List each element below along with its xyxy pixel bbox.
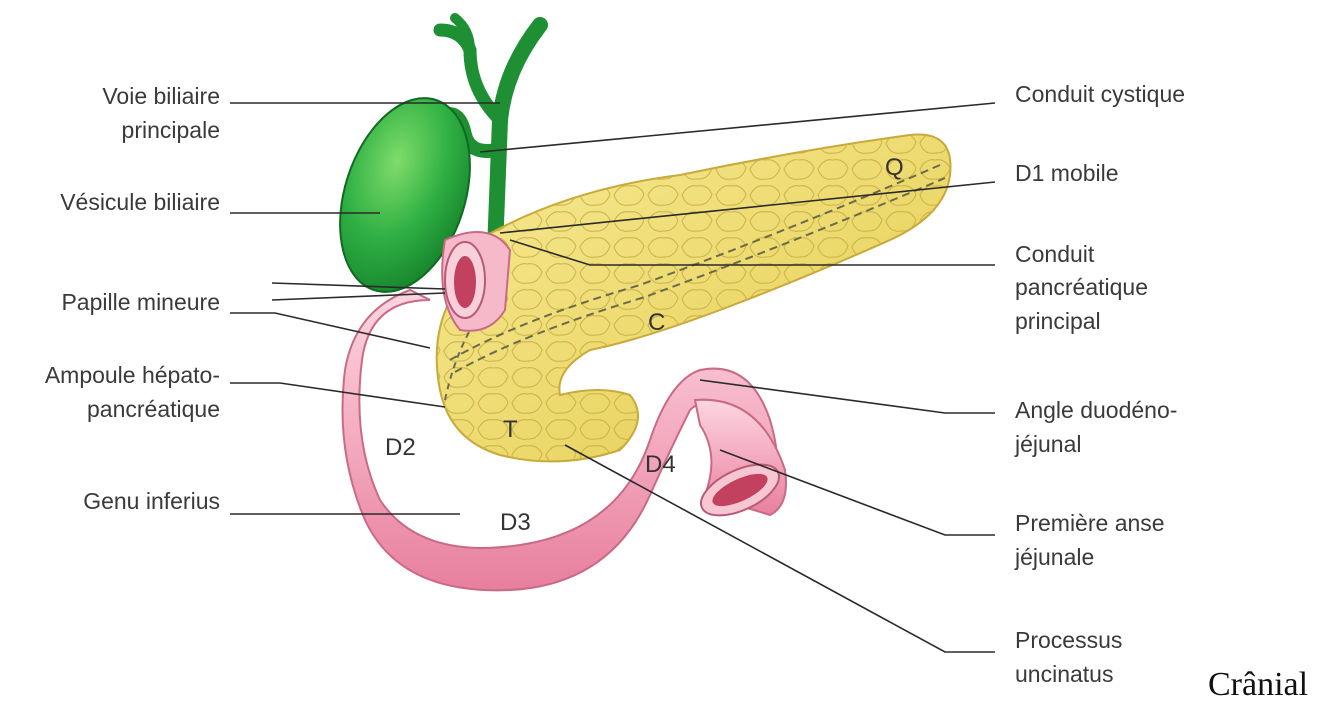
region-c: C [648, 309, 665, 336]
label-conduit-pancreatique-3: principal [1015, 308, 1101, 334]
pancreas [437, 135, 951, 462]
label-vesicule: Vésicule biliaire [60, 189, 220, 215]
label-d1-mobile: D1 mobile [1015, 160, 1119, 186]
label-conduit-cystique: Conduit cystique [1015, 81, 1185, 107]
label-premiere-anse-2: jéjunale [1014, 544, 1094, 570]
label-processus-2: uncinatus [1015, 661, 1113, 687]
region-d4: D4 [645, 451, 676, 478]
region-d3: D3 [500, 509, 531, 536]
label-voie-biliaire-2: principale [122, 117, 220, 143]
region-d2: D2 [385, 434, 416, 461]
label-genu-inferius: Genu inferius [83, 488, 220, 514]
d1-duodenum [442, 232, 510, 331]
label-processus-1: Processus [1015, 627, 1122, 653]
label-voie-biliaire-1: Voie biliaire [102, 83, 220, 109]
label-conduit-pancreatique-1: Conduit [1015, 241, 1095, 267]
region-t: T [503, 416, 518, 443]
label-conduit-pancreatique-2: pancréatique [1015, 274, 1148, 300]
label-premiere-anse-1: Première anse [1015, 510, 1165, 536]
label-angle-duodeno-1: Angle duodéno- [1015, 397, 1177, 423]
label-papille-mineure: Papille mineure [61, 289, 220, 315]
label-ampoule-1: Ampoule hépato- [45, 362, 220, 388]
orientation-label: Crânial [1208, 666, 1308, 704]
label-angle-duodeno-2: jéjunal [1014, 431, 1082, 457]
label-ampoule-2: pancréatique [87, 396, 220, 422]
region-q: Q [885, 154, 904, 181]
